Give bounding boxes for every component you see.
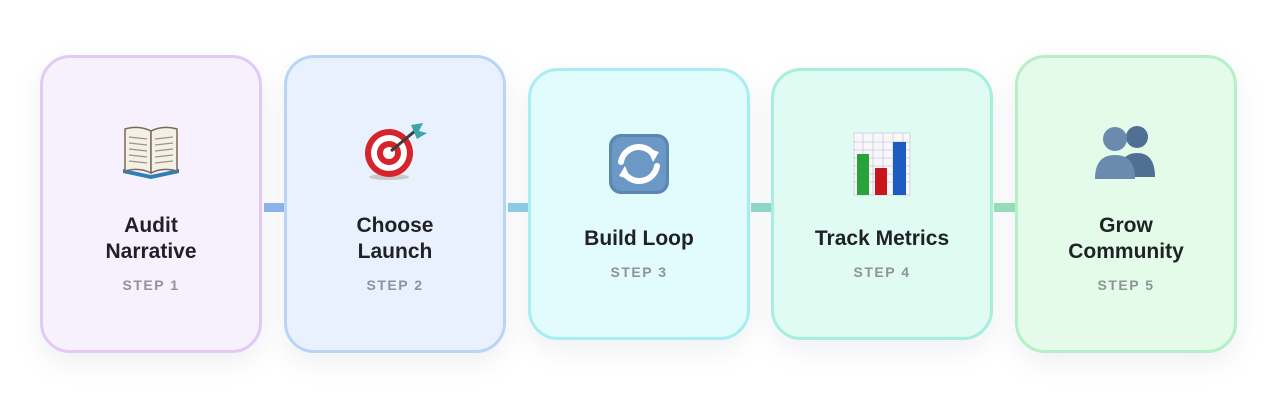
step-label: STEP 2 <box>366 277 424 293</box>
connector-3-4 <box>751 203 775 212</box>
step-title: Choose Launch <box>356 214 434 263</box>
step-label: STEP 5 <box>1097 277 1155 293</box>
connector-2-3 <box>508 203 532 212</box>
step-title: Grow Community <box>1068 214 1184 263</box>
bar-chart-icon <box>846 128 918 200</box>
step-card-1: Audit Narrative STEP 1 <box>40 55 262 353</box>
step-label: STEP 3 <box>610 264 668 280</box>
connector-4-5 <box>994 203 1018 212</box>
target-icon <box>359 115 431 187</box>
people-icon <box>1090 115 1162 187</box>
step-label: STEP 1 <box>122 277 180 293</box>
step-card-5: Grow Community STEP 5 <box>1015 55 1237 353</box>
step-card-2: Choose Launch STEP 2 <box>284 55 506 353</box>
refresh-icon <box>603 128 675 200</box>
step-title: Audit Narrative <box>105 214 197 263</box>
step-title: Build Loop <box>584 227 694 250</box>
step-card-3: Build Loop STEP 3 <box>528 68 750 340</box>
book-icon <box>115 115 187 187</box>
step-title: Track Metrics <box>814 227 950 250</box>
connector-1-2 <box>264 203 288 212</box>
step-card-4: Track Metrics STEP 4 <box>771 68 993 340</box>
step-label: STEP 4 <box>853 264 911 280</box>
